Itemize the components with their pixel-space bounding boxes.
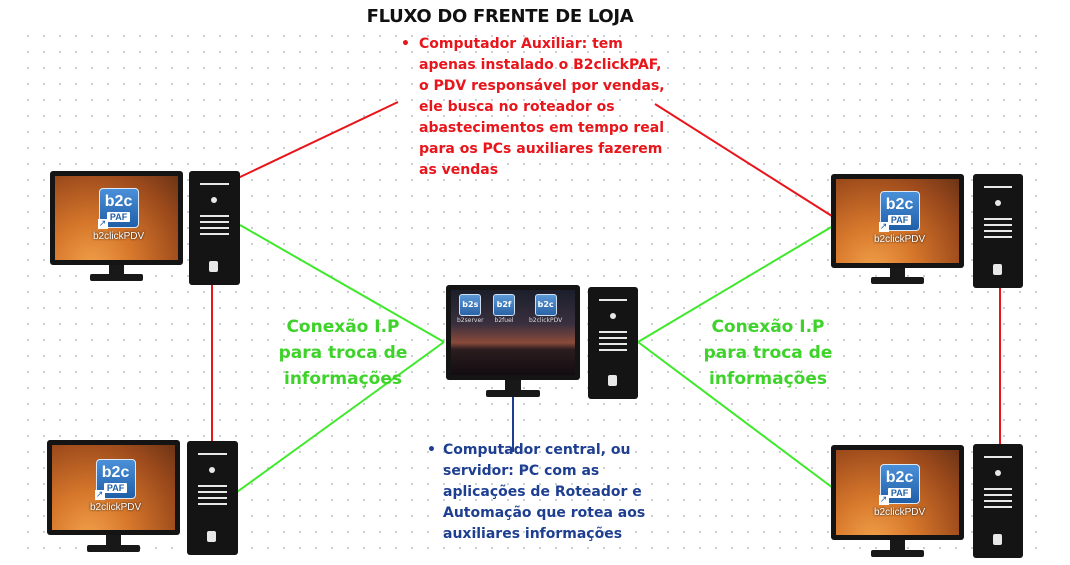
b2clickpdv-app-icon: b2c PAF ↗ b2clickPDV	[93, 188, 144, 242]
b2c-paf-logo-icon: b2c PAF ↗	[878, 191, 920, 232]
monitor-top-left: b2c PAF ↗ b2clickPDV	[50, 171, 183, 281]
red-line-note-right	[654, 103, 836, 219]
app-name: b2clickPDV	[90, 502, 142, 513]
central-computer-note: • Computador central, ou servidor: PC co…	[427, 442, 646, 542]
green-line-bottom-left	[236, 341, 445, 493]
bullet-icon: •	[427, 442, 436, 458]
b2fuel-app-icon: b2f b2fuel	[493, 294, 515, 324]
tower-top-left	[189, 171, 240, 285]
b2clickpdv-app-icon: b2c PAF ↗ b2clickPDV	[874, 191, 925, 245]
app-name: b2clickPDV	[874, 234, 926, 245]
tower-bottom-right	[973, 444, 1023, 558]
green-line-bottom-right	[637, 341, 834, 489]
b2c-paf-logo-icon: b2c PAF ↗	[94, 459, 136, 500]
auxiliary-computer-note: • Computador Auxiliar: tem apenas instal…	[401, 36, 665, 178]
b2clickpdv-app-icon: b2c PAF ↗ b2clickPDV	[874, 464, 925, 518]
b2c-paf-logo-icon: b2c PAF ↗	[97, 188, 139, 229]
red-line-note-left	[237, 101, 399, 179]
connection-label-right: Conexão I.P para troca de informações	[703, 317, 833, 389]
monitor-bottom-right: b2c PAF ↗ b2clickPDV	[831, 445, 964, 557]
connection-label-left: Conexão I.P para troca de informações	[278, 317, 408, 389]
bullet-icon: •	[401, 36, 410, 52]
b2clickpdv-server-icon: b2c b2clickPDV	[529, 294, 562, 324]
monitor-central-server: b2s b2server b2f b2fuel b2c b2clickPDV	[446, 285, 580, 397]
monitor-bottom-left: b2c PAF ↗ b2clickPDV	[47, 440, 180, 552]
tower-bottom-left	[187, 441, 238, 555]
b2clickpdv-app-icon: b2c PAF ↗ b2clickPDV	[90, 459, 141, 513]
tower-top-right	[973, 174, 1023, 288]
app-name: b2clickPDV	[93, 231, 145, 242]
green-line-top-right	[637, 225, 834, 343]
tower-central-server	[588, 287, 638, 399]
b2c-paf-logo-icon: b2c PAF ↗	[878, 464, 920, 505]
monitor-top-right: b2c PAF ↗ b2clickPDV	[831, 174, 964, 284]
green-line-top-left	[239, 224, 445, 343]
app-name: b2clickPDV	[874, 507, 926, 518]
b2server-app-icon: b2s b2server	[457, 294, 484, 324]
page-title: FLUXO DO FRENTE DE LOJA	[366, 6, 634, 27]
